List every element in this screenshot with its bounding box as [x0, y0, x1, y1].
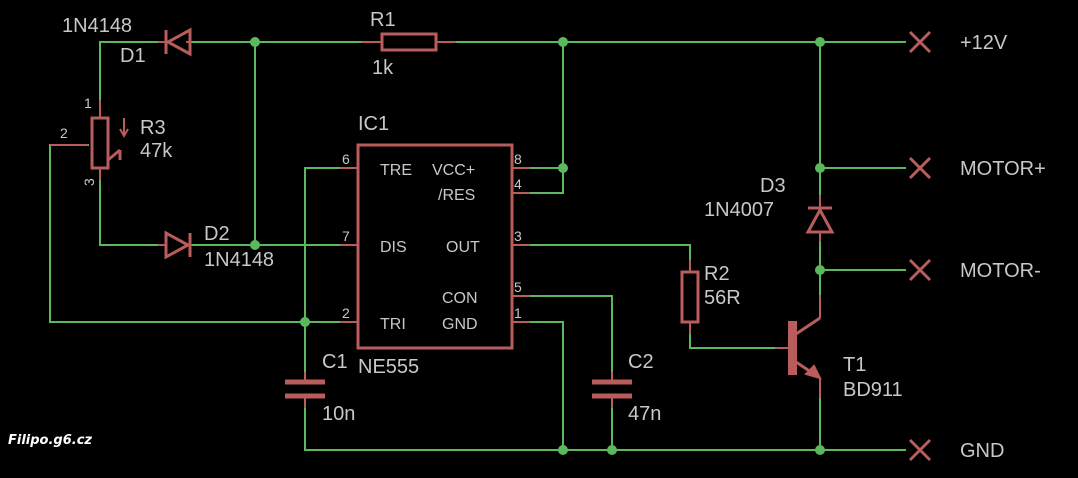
terminal-motor-minus-label: MOTOR-	[960, 260, 1041, 282]
ic1-pinnum-4: 4	[514, 176, 522, 192]
r2-ref: R2	[704, 263, 730, 285]
junction	[607, 445, 617, 455]
terminal-motor-minus[interactable]: MOTOR-	[908, 258, 1041, 282]
terminals: +12V MOTOR+ MOTOR- GND	[908, 30, 1046, 462]
ic1-pin-tri: TRI	[380, 316, 406, 333]
ic1-pin-gnd: GND	[442, 316, 478, 333]
junction	[815, 265, 825, 275]
ic1-pin-vcc: VCC+	[432, 162, 475, 179]
junction	[558, 37, 568, 47]
ic1-pin-con: CON	[442, 290, 478, 307]
terminal-gnd-label: GND	[960, 440, 1004, 462]
terminal-12v-label: +12V	[960, 32, 1008, 54]
capacitor-c2: C2 47n	[592, 351, 661, 425]
r3-pin-3: 3	[81, 178, 97, 186]
ic1-pinnum-3: 3	[514, 228, 522, 244]
r3-pin-2: 2	[60, 125, 68, 141]
resistor-r1: R1 1k	[362, 9, 456, 79]
ic1-pin-res: /RES	[438, 187, 475, 204]
c2-value: 47n	[628, 403, 661, 425]
r1-value: 1k	[372, 57, 394, 79]
c2-ref: C2	[628, 351, 654, 373]
d3-part: 1N4007	[704, 199, 774, 221]
d1-part: 1N4148	[62, 15, 132, 37]
junction	[558, 445, 568, 455]
t1-part: BD911	[843, 379, 903, 401]
capacitor-c1: C1 10n	[285, 351, 355, 425]
junction	[558, 163, 568, 173]
ic1-pinnum-6: 6	[342, 151, 350, 167]
ic1-pin-tre: TRE	[380, 162, 412, 179]
d3-ref: D3	[760, 175, 786, 197]
terminal-12v[interactable]: +12V	[908, 30, 1008, 54]
junction	[815, 445, 825, 455]
r2-value: 56R	[704, 287, 741, 309]
diode-d1: 1N4148 D1	[62, 15, 192, 67]
ic1-ref: IC1	[358, 113, 389, 135]
junctions	[250, 37, 825, 455]
r1-ref: R1	[370, 9, 396, 31]
ic1-pin-out: OUT	[446, 239, 480, 256]
junction	[300, 317, 310, 327]
r3-value: 47k	[140, 140, 173, 162]
watermark: Filipo.g6.cz	[8, 433, 92, 448]
t1-ref: T1	[843, 354, 866, 376]
ic1-pin-dis: DIS	[380, 239, 407, 256]
d2-part: 1N4148	[204, 249, 274, 271]
transistor-t1: T1 BD911	[775, 295, 903, 401]
junction	[250, 240, 260, 250]
ic1-part: NE555	[358, 356, 419, 378]
c1-ref: C1	[322, 351, 348, 373]
ic1-pinnum-2: 2	[342, 305, 350, 321]
r3-pin-1: 1	[84, 95, 92, 111]
c1-value: 10n	[322, 403, 355, 425]
d1-ref: D1	[120, 45, 146, 67]
ic1-pinnum-8: 8	[514, 151, 522, 167]
junction	[815, 163, 825, 173]
resistor-r2: R2 56R	[680, 260, 741, 334]
potentiometer-r3: 1 2 3 R3 47k	[50, 95, 173, 186]
ic1-ne555: IC1 NE555 TRE DIS TRI VCC+ /RES OUT CON …	[340, 113, 530, 378]
ic1-pinnum-5: 5	[514, 279, 522, 295]
r3-ref: R3	[140, 117, 166, 139]
wires	[49, 41, 906, 451]
junction	[250, 37, 260, 47]
ic1-pinnum-7: 7	[342, 228, 350, 244]
junction	[815, 37, 825, 47]
diode-d2: D2 1N4148	[158, 223, 274, 271]
d2-ref: D2	[204, 223, 230, 245]
diode-d3: D3 1N4007	[704, 175, 835, 242]
ic1-pinnum-1: 1	[514, 305, 522, 321]
terminal-motor-plus[interactable]: MOTOR+	[908, 156, 1046, 180]
terminal-motor-plus-label: MOTOR+	[960, 158, 1046, 180]
terminal-gnd[interactable]: GND	[908, 438, 1004, 462]
